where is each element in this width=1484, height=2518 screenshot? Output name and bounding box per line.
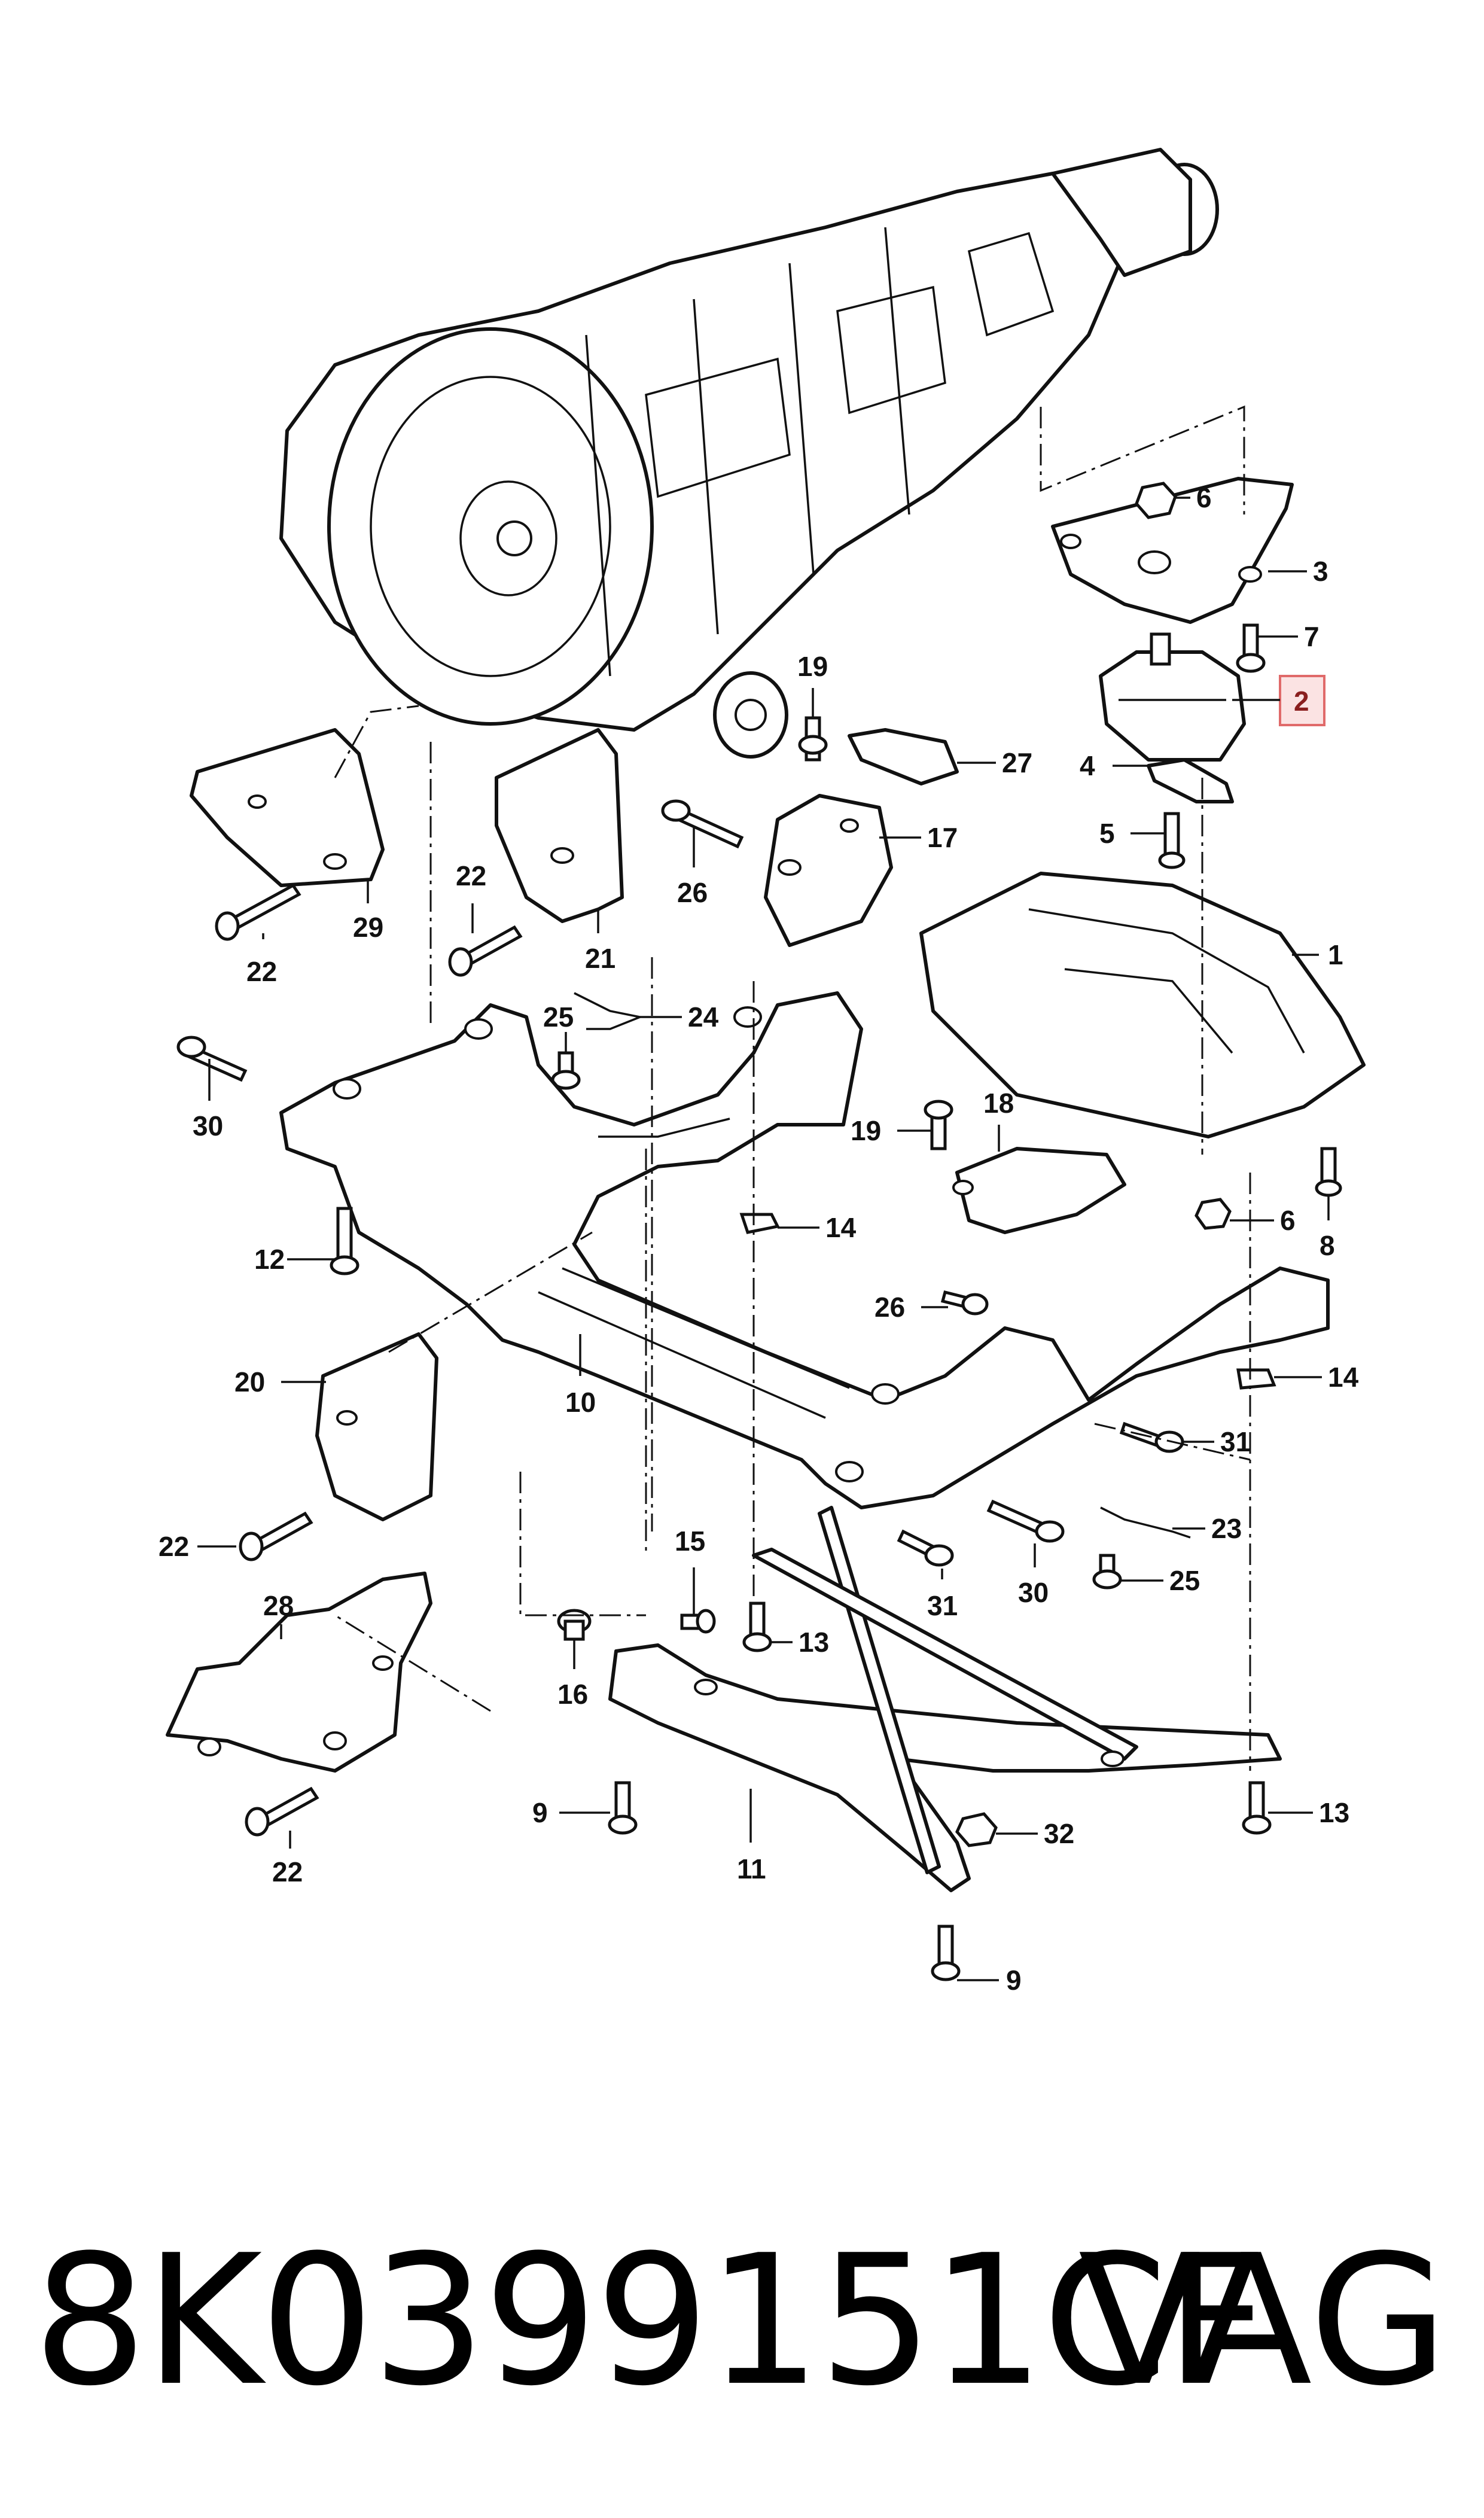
bracket-27 xyxy=(848,728,959,785)
callout-9-left: 9 xyxy=(532,1797,548,1828)
transmission-illustration xyxy=(279,148,1219,759)
clip-23 xyxy=(1100,1506,1191,1539)
bolt-9-left xyxy=(608,1781,638,1835)
callout-22-a: 22 xyxy=(246,956,277,987)
callout-6-top: 6 xyxy=(1196,482,1212,513)
bolt-25-lower xyxy=(1092,1554,1122,1590)
cross-member-1 xyxy=(919,872,1366,1138)
bracket-17 xyxy=(764,794,893,947)
callout-22-b: 22 xyxy=(456,860,486,891)
bolt-15 xyxy=(680,1609,716,1634)
nut-14-b xyxy=(1236,1368,1276,1390)
callout-29: 29 xyxy=(353,912,383,943)
callout-8: 8 xyxy=(1320,1230,1335,1261)
callout-19-mid: 19 xyxy=(851,1115,881,1146)
bolt-22-b xyxy=(448,925,523,977)
bolt-22-c xyxy=(239,1511,313,1561)
callout-26-top: 26 xyxy=(677,877,708,908)
nut-14-a xyxy=(739,1213,780,1234)
bolt-31-right xyxy=(1119,1421,1184,1453)
callout-30-lower: 30 xyxy=(1018,1577,1049,1608)
assembly-guide-lines xyxy=(334,405,1251,1771)
bracket-4 xyxy=(1147,758,1234,803)
bolt-25-top xyxy=(551,1051,581,1090)
callout-24: 24 xyxy=(688,1001,719,1033)
bolt-7 xyxy=(1236,623,1266,673)
callout-28: 28 xyxy=(263,1590,294,1621)
callout-9-bottom: 9 xyxy=(1006,1965,1022,1996)
callout-5: 5 xyxy=(1099,818,1115,849)
callout-31-lower: 31 xyxy=(927,1590,958,1621)
part-number-caption: 8K0399151CF xyxy=(33,2216,1269,2425)
subframe-10 xyxy=(279,991,1330,1509)
callout-26-mid: 26 xyxy=(874,1292,905,1323)
bolt-22-a xyxy=(215,883,301,941)
callout-10: 10 xyxy=(565,1387,596,1418)
bolt-30-top xyxy=(176,1036,248,1082)
bracket-20 xyxy=(315,1332,438,1521)
callout-19-top: 19 xyxy=(797,651,828,682)
bolt-5 xyxy=(1158,812,1186,869)
heat-shield-18 xyxy=(952,1147,1126,1234)
callout-7: 7 xyxy=(1304,621,1320,652)
callout-25-lower: 25 xyxy=(1169,1565,1200,1596)
callout-13-right: 13 xyxy=(1319,1797,1349,1828)
callout-4: 4 xyxy=(1080,750,1095,781)
bolt-22-d xyxy=(245,1786,319,1837)
bolt-19-top xyxy=(798,716,828,762)
callout-1: 1 xyxy=(1328,939,1343,970)
bracket-29 xyxy=(190,728,385,887)
callout-21: 21 xyxy=(585,943,615,974)
bracket-21 xyxy=(495,728,624,923)
callout-2-highlight xyxy=(1279,675,1325,726)
callout-32: 32 xyxy=(1044,1818,1074,1849)
mount-bracket-3 xyxy=(1051,477,1294,624)
bolt-12 xyxy=(330,1207,359,1275)
callout-18: 18 xyxy=(983,1088,1014,1119)
callout-13-left: 13 xyxy=(799,1627,829,1658)
callout-27: 27 xyxy=(1002,747,1032,778)
callout-14-b: 14 xyxy=(1328,1362,1359,1393)
nut-6-lower xyxy=(1194,1198,1232,1230)
callout-22-c: 22 xyxy=(159,1531,189,1562)
callout-labels: 1 2 3 4 5 6 6 7 8 9 9 10 11 xyxy=(159,482,1359,1996)
callout-20: 20 xyxy=(234,1366,265,1397)
callout-12: 12 xyxy=(254,1244,285,1275)
clip-24 xyxy=(574,992,644,1030)
bolt-9-bottom xyxy=(931,1925,961,1981)
brace-11 xyxy=(608,1506,1282,1892)
bolt-31-lower xyxy=(897,1529,954,1567)
callout-30-top: 30 xyxy=(193,1110,223,1141)
callout-31-right: 31 xyxy=(1220,1426,1251,1457)
bolt-30-lower xyxy=(986,1499,1065,1543)
mount-2 xyxy=(1099,632,1246,762)
callout-2: 2 xyxy=(1294,686,1309,717)
bolt-19-mid xyxy=(924,1100,953,1150)
bolt-26-mid xyxy=(940,1290,989,1316)
bracket-28 xyxy=(166,1572,432,1773)
callout-25-top: 25 xyxy=(543,1001,574,1033)
callout-16: 16 xyxy=(557,1679,588,1710)
callout-17: 17 xyxy=(927,822,958,853)
bolt-13-left xyxy=(742,1601,772,1652)
callout-11: 11 xyxy=(737,1853,766,1884)
callout-22-d: 22 xyxy=(272,1856,303,1887)
callout-6-lower: 6 xyxy=(1280,1205,1296,1236)
bolt-13-right xyxy=(1242,1781,1272,1835)
brand-caption: VAG xyxy=(1078,2216,1448,2425)
bolt-8 xyxy=(1315,1147,1342,1197)
callout-23: 23 xyxy=(1211,1513,1242,1544)
nut-32 xyxy=(955,1812,998,1847)
nut-6-top xyxy=(1135,482,1177,519)
callout-15: 15 xyxy=(675,1526,705,1557)
callout-3: 3 xyxy=(1313,556,1328,587)
callout-14-a: 14 xyxy=(825,1212,857,1243)
bolt-26-top xyxy=(661,799,744,849)
